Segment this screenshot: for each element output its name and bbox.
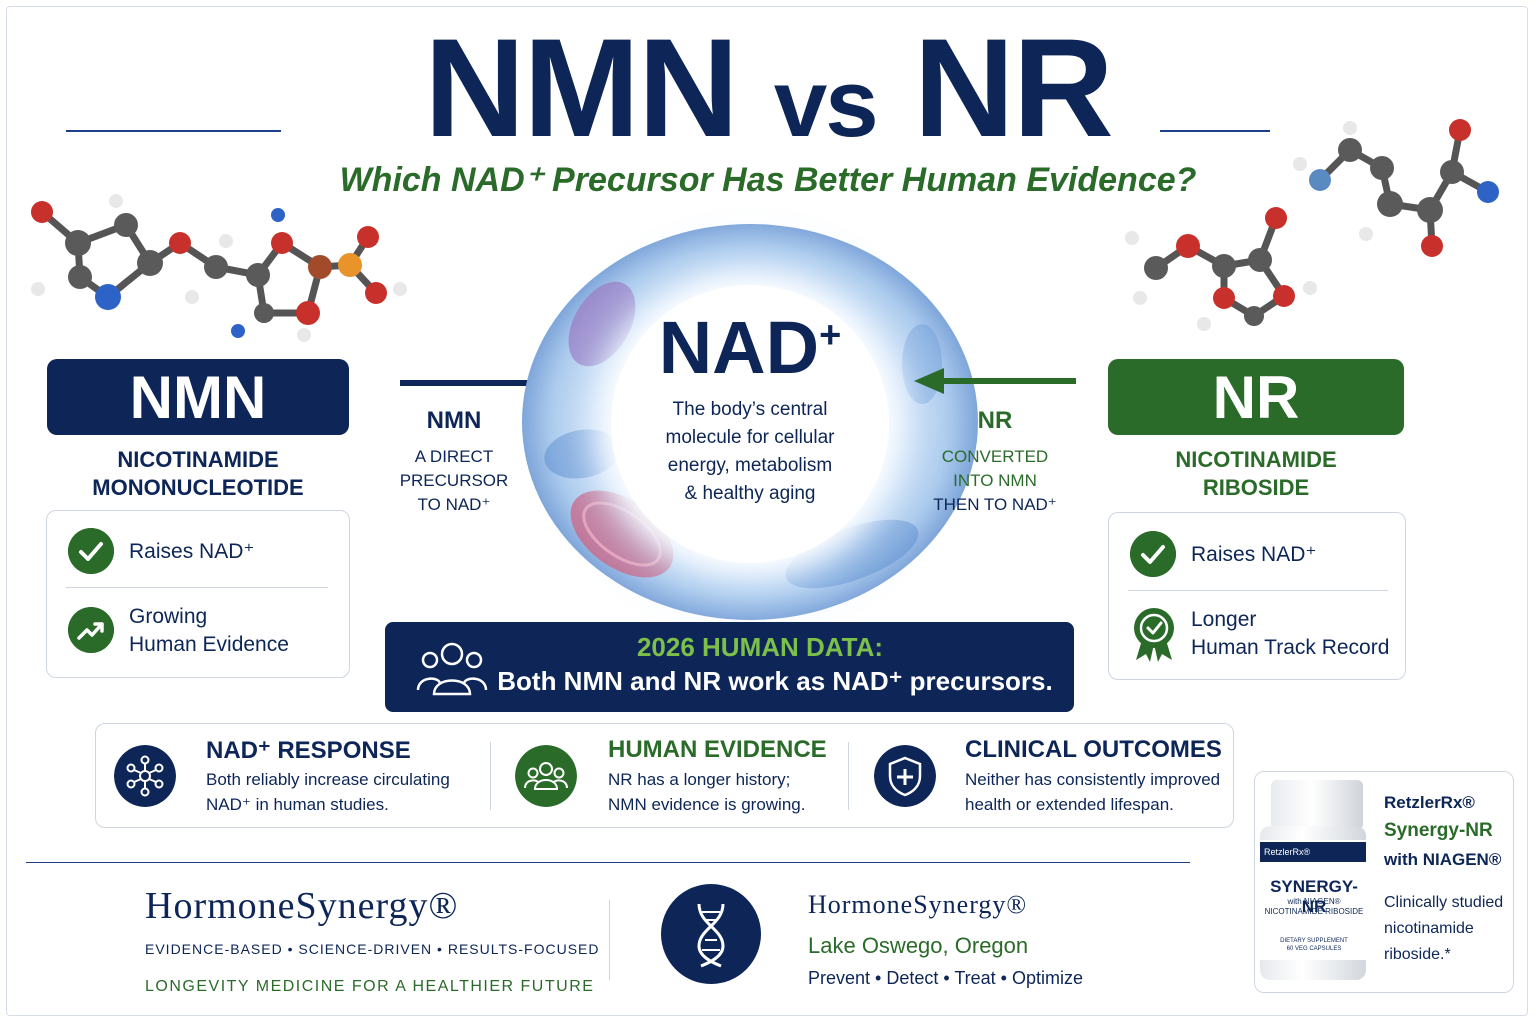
network-icon xyxy=(114,745,176,807)
award-ribbon-icon xyxy=(1134,608,1174,662)
title-rule-left xyxy=(66,130,281,132)
nr-flow-desc: CONVERTED INTO NMN THEN TO NAD⁺ xyxy=(925,445,1065,517)
title-nmn: NMN xyxy=(424,9,739,166)
subtitle: Which NAD⁺ Precursor Has Better Human Ev… xyxy=(339,161,1197,199)
nmn-flow-desc-line1: A DIRECT xyxy=(414,447,494,466)
info-text-nad-response: Both reliably increase circulating NAD⁺ … xyxy=(206,767,450,817)
product-ingredient: with NIAGEN® xyxy=(1384,850,1502,869)
info-text-line: NMN evidence is growing. xyxy=(608,795,806,814)
nr-fullname-line1: NICOTINAMIDE xyxy=(1175,447,1337,472)
human-data-banner xyxy=(385,622,1074,712)
nad-title-text: NAD xyxy=(658,306,820,389)
nr-arrow-icon xyxy=(914,368,1076,394)
evidence-summary-box xyxy=(95,723,1234,828)
product-desc-line: nicotinamide xyxy=(1384,920,1474,937)
nmn-benefit-2: Growing Human Evidence xyxy=(129,603,289,659)
nmn-fullname: NICOTINAMIDE MONONUCLEOTIDE xyxy=(47,446,349,502)
shield-icon xyxy=(874,745,936,807)
info-text-line: Both reliably increase circulating xyxy=(206,770,450,789)
banner-text: Both NMN and NR work as NAD⁺ precursors. xyxy=(497,666,1053,696)
nad-desc-line1: The body’s central xyxy=(672,399,828,420)
info-text-human-evidence: NR has a longer history; NMN evidence is… xyxy=(608,767,805,817)
nr-label-pill: NR xyxy=(1108,359,1404,435)
banner-heading: 2026 HUMAN DATA: xyxy=(636,632,884,662)
product-desc-line: riboside.* xyxy=(1384,946,1451,963)
people-icon xyxy=(515,745,577,807)
nr-flow-desc-line3: THEN TO NAD⁺ xyxy=(933,495,1057,514)
nr-fullname: NICOTINAMIDE RIBOSIDE xyxy=(1108,446,1404,502)
nmn-label-pill: NMN xyxy=(47,359,349,435)
divider xyxy=(848,742,849,810)
divider xyxy=(490,742,491,810)
check-icon xyxy=(1130,531,1176,577)
title-nr: NR xyxy=(913,9,1114,166)
nad-title: NAD+ xyxy=(611,305,889,390)
info-text-clinical-outcomes: Neither has consistently improved health… xyxy=(965,767,1220,817)
clinic-location: Lake Oswego, Oregon xyxy=(808,933,1029,958)
bottle-brand: RetzlerRx® xyxy=(1260,842,1366,862)
nr-fullname-line2: RIBOSIDE xyxy=(1202,475,1310,500)
check-icon xyxy=(68,528,114,574)
info-heading-nad-response: NAD⁺ RESPONSE xyxy=(206,737,411,764)
nr-benefit-2-line1: Longer xyxy=(1191,608,1257,631)
nad-description: The body’s central molecule for cellular… xyxy=(631,396,869,508)
nr-molecule-illustration xyxy=(1125,119,1499,331)
nr-benefit-2: Longer Human Track Record xyxy=(1191,606,1389,662)
nr-benefit-2-line2: Human Track Record xyxy=(1191,636,1390,659)
nr-flow-label: NR xyxy=(977,407,1013,434)
info-text-line: health or extended lifespan. xyxy=(965,795,1174,814)
info-heading-clinical-outcomes: CLINICAL OUTCOMES xyxy=(965,736,1222,763)
nmn-benefit-2-line1: Growing xyxy=(129,605,208,628)
nr-flow-desc-line2: INTO NMN xyxy=(953,471,1037,490)
title-rule-right xyxy=(1160,130,1270,132)
people-icon xyxy=(416,642,488,696)
footer-divider xyxy=(26,862,1190,863)
info-text-line: NAD⁺ in human studies. xyxy=(206,795,389,814)
nmn-flow-label: NMN xyxy=(426,407,482,434)
dna-icon xyxy=(661,884,761,984)
brand-logo-hormonesynergy: HormoneSynergy® xyxy=(145,885,459,927)
bottle-cap xyxy=(1271,780,1363,830)
bottle-subtitle: with NIAGEN® xyxy=(1287,897,1341,906)
nr-flow-desc-line1: CONVERTED xyxy=(941,447,1049,466)
page-frame xyxy=(6,6,1528,1016)
product-name: Synergy-NR xyxy=(1384,820,1493,841)
nmn-fullname-line2: MONONUCLEOTIDE xyxy=(92,475,304,500)
nr-benefit-1: Raises NAD⁺ xyxy=(1191,543,1317,566)
bottle-capsule-count: 60 VEG CAPSULES xyxy=(1286,946,1342,952)
nmn-molecule-illustration xyxy=(31,194,407,342)
nad-title-sup: + xyxy=(819,314,842,357)
divider xyxy=(1128,590,1388,591)
nmn-fullname-line1: NICOTINAMIDE xyxy=(117,447,279,472)
bottle-ingredient: NICOTINAMIDE RIBOSIDE xyxy=(1264,907,1364,916)
info-text-line: Neither has consistently improved xyxy=(965,770,1221,789)
nmn-benefit-1: Raises NAD⁺ xyxy=(129,540,255,563)
bottle-supplement-type: DIETARY SUPPLEMENT xyxy=(1280,938,1348,944)
divider xyxy=(609,900,610,980)
nmn-flow-desc: A DIRECT PRECURSOR TO NAD⁺ xyxy=(394,445,514,517)
nad-desc-line2: molecule for cellular xyxy=(665,427,835,448)
nmn-benefit-2-line2: Human Evidence xyxy=(129,633,289,656)
info-heading-human-evidence: HUMAN EVIDENCE xyxy=(608,736,827,763)
title-vs: vs xyxy=(773,50,879,157)
nmn-flow-desc-line2: PRECURSOR xyxy=(399,471,509,490)
divider xyxy=(66,587,328,588)
page-title: NMN vs NR xyxy=(0,8,1536,184)
product-desc-line: Clinically studied xyxy=(1384,894,1504,911)
nad-desc-line3: energy, metabolism xyxy=(667,455,833,476)
nmn-flow-desc-line3: TO NAD⁺ xyxy=(417,495,491,514)
bottle-product-name: SYNERGY-NR xyxy=(1270,877,1358,916)
brand-mission: LONGEVITY MEDICINE FOR A HEALTHIER FUTUR… xyxy=(145,978,595,995)
brand-name-small: HormoneSynergy® xyxy=(808,890,1028,919)
info-text-line: NR has a longer history; xyxy=(608,770,791,789)
clinic-services: Prevent • Detect • Treat • Optimize xyxy=(808,968,1084,988)
product-description: Clinically studied nicotinamide riboside… xyxy=(1384,890,1504,968)
brand-tagline: EVIDENCE-BASED • SCIENCE-DRIVEN • RESULT… xyxy=(145,941,600,957)
nad-desc-line4: & healthy aging xyxy=(684,483,816,504)
product-brand: RetzlerRx® xyxy=(1384,793,1475,812)
trend-up-icon xyxy=(68,607,114,653)
nad-core-circle xyxy=(611,285,889,563)
